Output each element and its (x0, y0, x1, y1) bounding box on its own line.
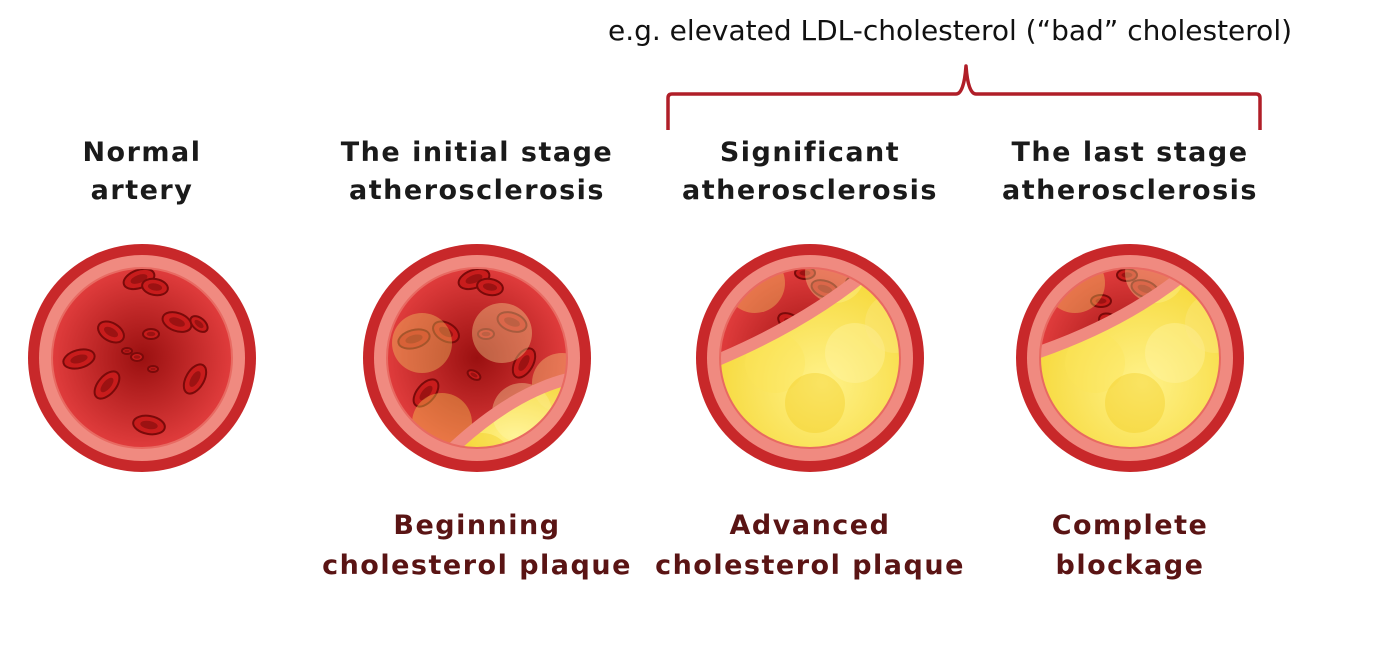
caption-line: Advanced (729, 510, 891, 541)
stage-caption: Complete blockage (960, 506, 1300, 586)
caption-line: Beginning (393, 510, 561, 541)
bracket (666, 64, 1262, 130)
stage-significant: Significant atherosclerosis Advanced cho… (640, 0, 980, 650)
cholesterol-plaque (1040, 268, 1220, 448)
stage-initial: The initial stage atherosclerosis Beginn… (307, 0, 647, 650)
title-line: The initial stage (340, 137, 614, 168)
stage-title: The last stage atherosclerosis (960, 134, 1300, 210)
title-line: atherosclerosis (682, 175, 938, 206)
caption-line: cholesterol plaque (655, 550, 965, 581)
initial-stage-artery-illustration (363, 244, 591, 472)
title-line: atherosclerosis (1002, 175, 1258, 206)
normal-artery-illustration (28, 244, 256, 472)
stage-title: Significant atherosclerosis (640, 134, 980, 210)
stage-caption: Advanced cholesterol plaque (640, 506, 980, 586)
last-stage-artery-illustration (1016, 244, 1244, 472)
stage-title: The initial stage atherosclerosis (307, 134, 647, 210)
title-line: The last stage (1011, 137, 1249, 168)
caption-line: cholesterol plaque (322, 550, 632, 581)
fibrous-cap (446, 373, 567, 448)
stage-last: The last stage atherosclerosis Complete … (960, 0, 1300, 650)
caption-line: blockage (1055, 550, 1205, 581)
stage-normal-artery: Normal artery (0, 0, 312, 650)
title-line: Significant (719, 137, 901, 168)
stage-caption: Beginning cholesterol plaque (307, 506, 647, 586)
title-line: Normal (82, 137, 202, 168)
title-line: atherosclerosis (349, 175, 605, 206)
stage-title: Normal artery (0, 134, 312, 210)
caption-line: Complete (1051, 510, 1209, 541)
title-line: artery (90, 175, 194, 206)
ldl-annotation: e.g. elevated LDL-cholesterol (“bad” cho… (607, 14, 1293, 47)
significant-stage-artery-illustration (696, 244, 924, 472)
